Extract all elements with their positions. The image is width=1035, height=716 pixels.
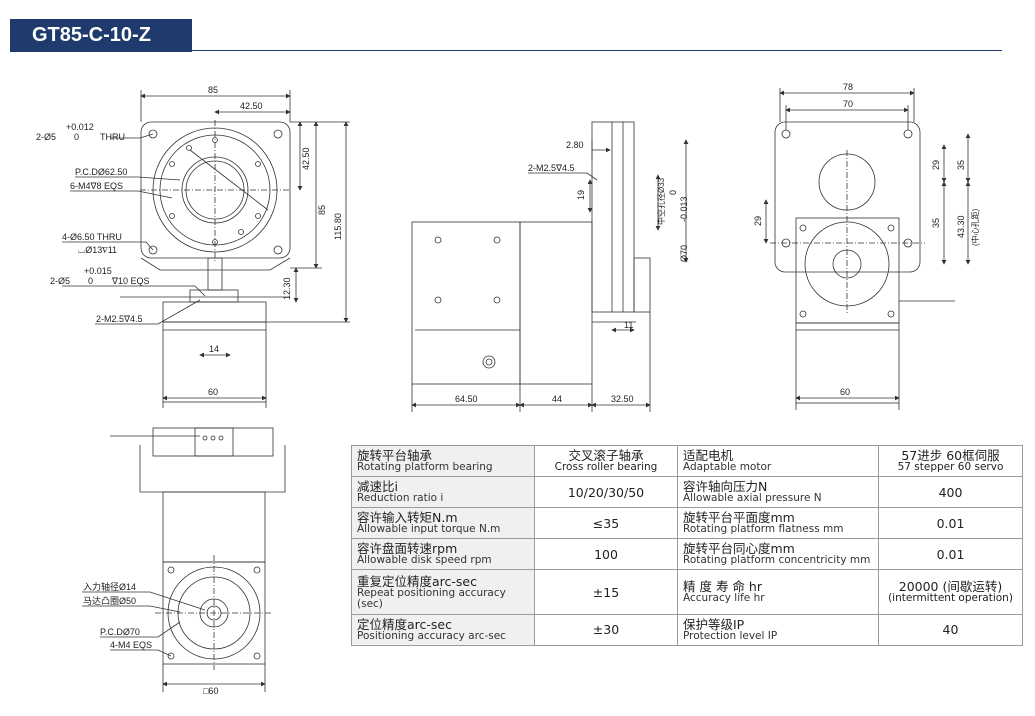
dim-115-80: 115.80	[333, 213, 343, 240]
right-flange	[774, 121, 921, 273]
front-view	[62, 90, 350, 408]
hole-a-thru: THRU	[100, 132, 125, 142]
spec-value: 10/20/30/50	[534, 476, 678, 509]
dim-70: Ø70	[679, 245, 689, 262]
dim-29-l: 29	[753, 216, 763, 226]
hole-b-depth: ∇10 EQS	[111, 276, 150, 286]
thru-650-label: 4-Ø6.50 THRU	[62, 232, 122, 242]
pcd-label: P.C.DØ62.50	[75, 167, 127, 177]
counterbore-label: ⌴Ø13∇11	[78, 245, 117, 255]
dim-60: 60	[208, 387, 218, 397]
sq60-label: □60	[203, 686, 218, 696]
input-shaft-label: 入力轴径Ø14	[83, 581, 136, 592]
dim-42-50: 42.50	[240, 101, 263, 111]
spec-value: ≤35	[534, 507, 678, 540]
pcd70-label: P.C.DØ70	[100, 627, 140, 637]
spec-value: 400	[878, 476, 1023, 509]
bottom-dim-labels: 入力轴径Ø14 马达凸圈Ø50 P.C.DØ70 4-M4 EQS □60	[83, 581, 218, 696]
dim-85-v: 85	[317, 205, 327, 215]
dim-2-80: 2.80	[566, 140, 584, 150]
spec-value: 100	[534, 538, 678, 571]
front-dim-labels: 85 42.50 +0.012 2-Ø5 0 THRU P.C.DØ62.50 …	[36, 85, 343, 397]
dim-32-50: 32.50	[611, 394, 634, 404]
dim-12-30: 12.30	[282, 277, 292, 300]
hole-a-zero: 0	[74, 132, 79, 142]
motor-boss-label: 马达凸圈Ø50	[83, 595, 136, 606]
m4eqs-label: 4-M4 EQS	[110, 640, 152, 650]
dim-78: 78	[843, 82, 853, 92]
dim-85: 85	[208, 85, 218, 95]
center-hole-note: (中心孔距)	[970, 208, 980, 246]
dim-43-30: 43.30	[956, 215, 966, 238]
hole-b-tol: +0.015	[84, 266, 112, 276]
spec-value: ±15	[534, 569, 678, 615]
tol-neg: -0.013	[679, 196, 689, 222]
side-m25-label: 2-M2.5∇4.5	[528, 163, 575, 173]
right-dim-labels: 78 70 29 35 35 43.30 (中心孔距) 29 60	[753, 82, 980, 397]
dim-14: 14	[209, 344, 219, 354]
tol-zero: 0	[668, 190, 678, 195]
spec-value: ±30	[534, 613, 678, 647]
dim-42-50-v: 42.50	[301, 147, 311, 170]
side-dim-labels: 2.80 2-M2.5∇4.5 19 中空孔径Ø33 0 -0.013 Ø70 …	[455, 140, 689, 404]
dim-44: 44	[552, 394, 562, 404]
m25-label: 2-M2.5∇4.5	[96, 314, 143, 324]
spec-value: 20000 (间歇运转)(intermittent operation)	[878, 569, 1023, 615]
right-view	[763, 88, 971, 410]
dim-19: 19	[576, 190, 586, 200]
hole-a-size: 2-Ø5	[36, 132, 56, 142]
side-motor	[411, 221, 521, 385]
hole-b-zero: 0	[88, 276, 93, 286]
title-underline	[192, 50, 1002, 51]
spec-value: 40	[878, 613, 1023, 647]
dim-29: 29	[931, 160, 941, 170]
dim-64-50: 64.50	[455, 394, 478, 404]
model-title: GT85-C-10-Z	[10, 19, 192, 52]
dim-35: 35	[931, 218, 941, 228]
spec-value: 0.01	[878, 538, 1023, 571]
side-view	[411, 121, 689, 412]
dim-60-r: 60	[840, 387, 850, 397]
bottom-view	[82, 427, 286, 692]
dim-11: 11	[624, 320, 633, 330]
dim-35-r: 35	[956, 160, 966, 170]
dim-hollow-33: 中空孔径Ø33	[656, 177, 666, 225]
hole-b-size: 2-Ø5	[50, 276, 70, 286]
dim-70-r: 70	[843, 99, 853, 109]
spec-value: 0.01	[878, 507, 1023, 540]
m4-label: 6-M4∇8 EQS	[70, 181, 123, 191]
hole-a-tol: +0.012	[66, 122, 94, 132]
